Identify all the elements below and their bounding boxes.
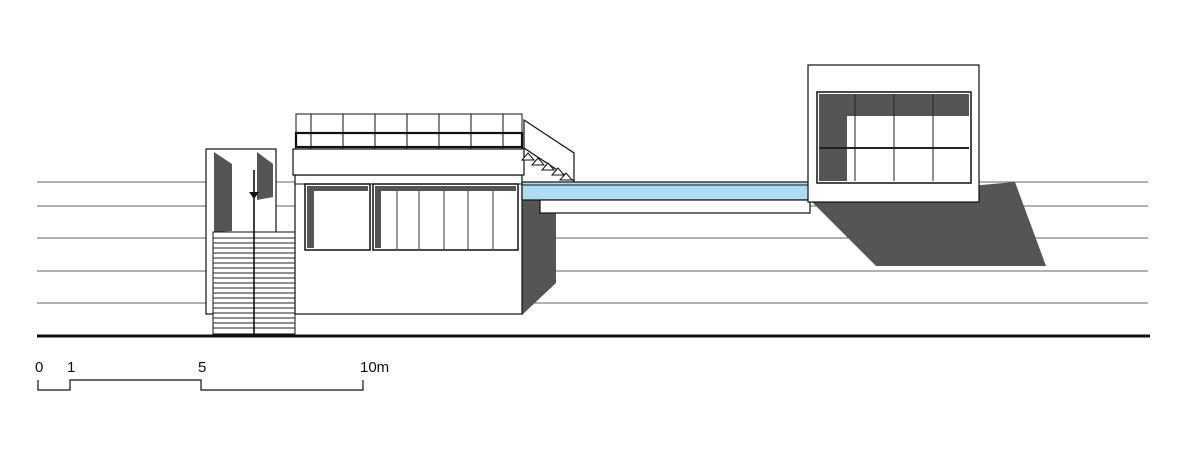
- roof-ramp: [520, 118, 575, 183]
- scale-label-1: 1: [67, 359, 75, 376]
- house-window-left: [304, 183, 371, 251]
- stair-wall-shadow: [257, 152, 273, 200]
- bridge-slab: [539, 199, 811, 214]
- scale-bar: 0 1 5 10m: [35, 359, 389, 391]
- scale-label-0: 0: [35, 359, 43, 376]
- stair-wall-shadow: [214, 152, 232, 232]
- roof-slab: [292, 148, 525, 176]
- stair-treads: [212, 231, 296, 335]
- main-house: [294, 174, 523, 315]
- roof-railing: [294, 113, 524, 150]
- pavilion: [807, 64, 980, 203]
- house-sliding-glazing: [372, 183, 519, 251]
- pavilion-shadow: [810, 182, 1046, 266]
- house-shadow: [522, 192, 556, 315]
- pool-bridge: [521, 181, 811, 214]
- level-marker-icon: [249, 192, 259, 199]
- scale-bar-line: [37, 379, 364, 391]
- scale-label-5: 5: [198, 359, 206, 376]
- scale-label-10m: 10m: [360, 359, 389, 376]
